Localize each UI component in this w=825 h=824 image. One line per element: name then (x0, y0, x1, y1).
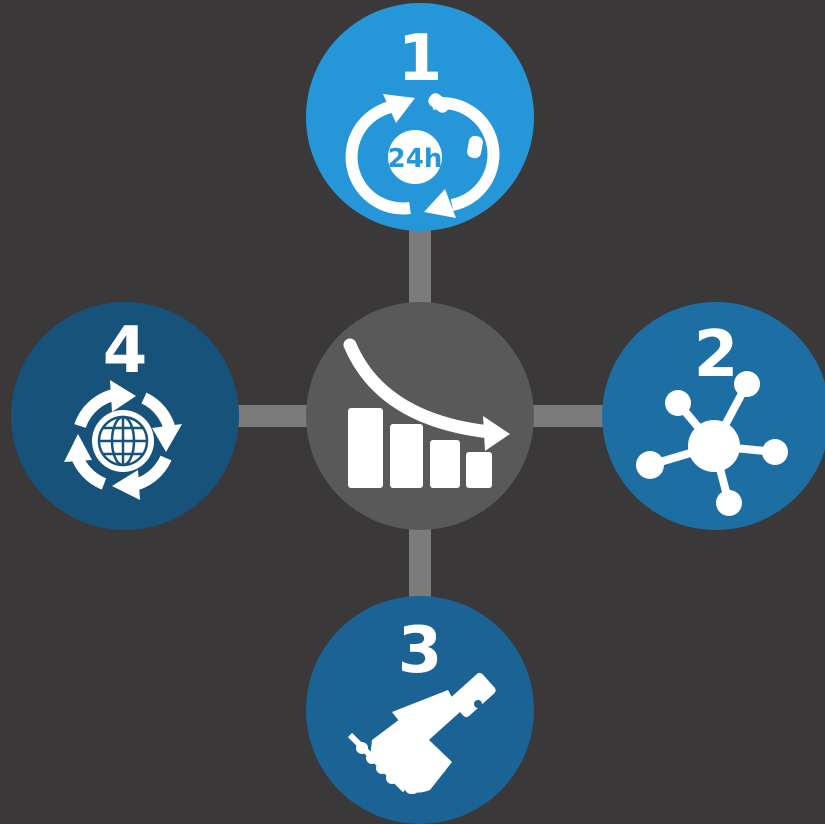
node-3: 3 (306, 596, 534, 824)
node-2-number: 2 (694, 318, 739, 392)
connector-right (526, 405, 608, 427)
connector-bottom (409, 524, 431, 604)
node-1-number: 1 (398, 22, 443, 96)
global-cycle-icon (64, 380, 182, 500)
declining-bar-chart-icon (343, 338, 510, 488)
24h-phone-support-icon: 24h (345, 93, 500, 218)
node-1: 1 24h (306, 3, 534, 231)
node-4-number: 4 (103, 314, 148, 388)
connector-left (232, 405, 314, 427)
handshake-icon (347, 672, 496, 794)
24h-badge-label: 24h (388, 144, 443, 174)
node-3-number: 3 (398, 614, 443, 688)
node-4: 4 (11, 302, 239, 530)
connector-top (409, 228, 431, 308)
central-hub (306, 302, 534, 530)
node-1-circle (306, 3, 534, 231)
network-hub-icon (636, 371, 788, 516)
node-2: 2 (602, 302, 825, 530)
connectors (232, 228, 608, 604)
